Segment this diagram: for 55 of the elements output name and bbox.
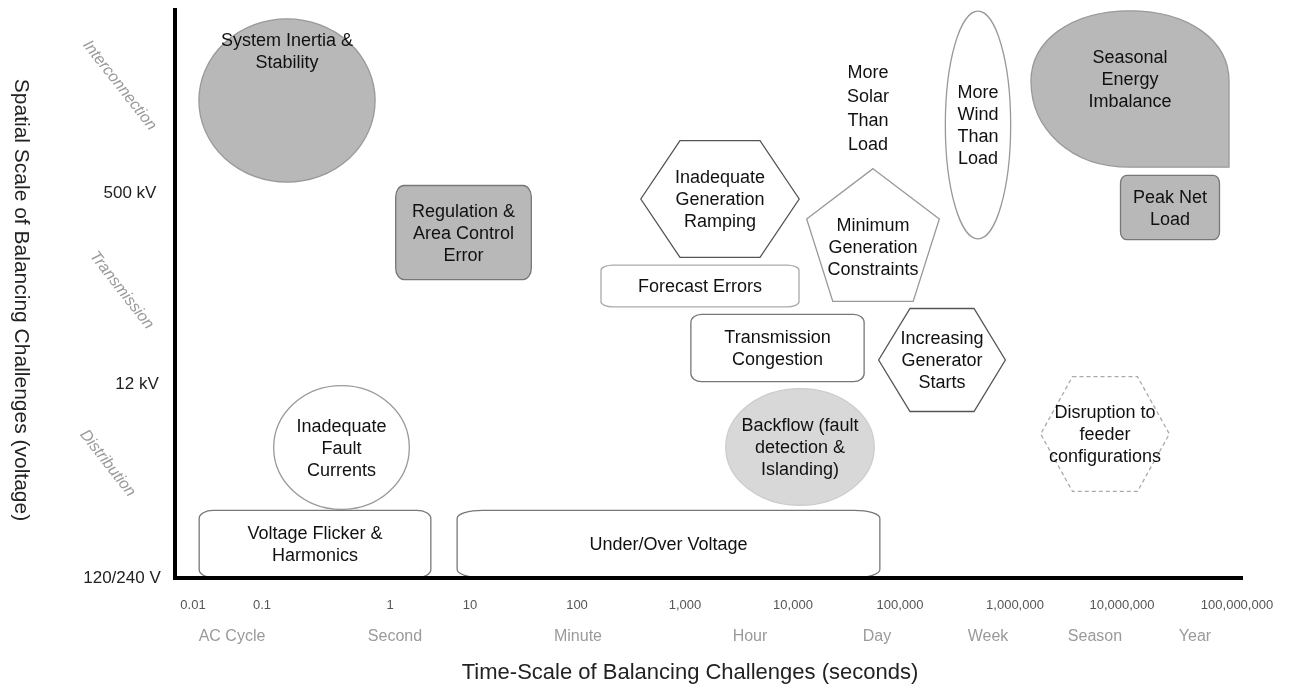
challenge-hexagon (1040, 376, 1170, 492)
challenge-label: Seasonal Energy Imbalance (1087, 46, 1173, 112)
challenge-box (198, 510, 432, 578)
challenge-ellipse (945, 10, 1011, 240)
tick-label: 0.01 (180, 596, 206, 612)
time-label: AC Cycle (198, 627, 266, 645)
time-label: Second (367, 627, 423, 645)
challenge-ellipse (198, 18, 376, 183)
challenge-label: Minimum Generation Constraints (826, 214, 920, 280)
time-label: Minute (554, 627, 602, 645)
challenge-label: More Wind Than Load (956, 81, 1000, 169)
challenge-label: Transmission Congestion (723, 326, 832, 370)
note-text: More Solar Than Load (846, 61, 890, 156)
challenge-label: Inadequate Fault Currents (295, 414, 388, 481)
time-label: Year (1178, 627, 1212, 645)
challenge-label: Inadequate Generation Ramping (673, 166, 767, 232)
tick-label: 1 (386, 596, 394, 612)
challenge-label: Peak Net Load (1131, 185, 1208, 230)
challenge-label: Regulation & Area Control Error (410, 199, 517, 266)
tick-label: 12 kV (115, 374, 159, 394)
challenge-box (690, 314, 865, 382)
challenge-box (600, 265, 800, 307)
challenge-label: Disruption to feeder configurations (1047, 401, 1163, 467)
axis-title: Spatial Scale of Balancing Challenges (voltage) (10, 78, 34, 522)
tick-label: 0.1 (252, 596, 272, 612)
challenge-pentagon (806, 168, 940, 302)
tick-label: 100,000,000 (1200, 596, 1274, 612)
challenge-label: Forecast Errors (637, 275, 763, 297)
challenge-box (455, 510, 882, 578)
challenge-label: Voltage Flicker & Harmonics (246, 522, 384, 566)
tick-label: 10,000 (773, 596, 813, 612)
time-label: Hour (732, 627, 768, 645)
tick-label: 100 (566, 596, 588, 612)
challenge-region (1030, 10, 1230, 168)
challenge-box (1120, 175, 1220, 240)
axis-title: Time-Scale of Balancing Challenges (seconds) (461, 659, 919, 685)
challenge-ellipse (725, 388, 875, 506)
tick-label: 10 (462, 596, 478, 612)
challenge-label: Backflow (fault detection & Islanding) (740, 414, 860, 480)
tick-label: 120/240 V (83, 568, 161, 588)
challenge-ellipse (273, 385, 410, 510)
time-label: Day (862, 627, 892, 645)
tick-label: 100,000 (876, 596, 924, 612)
challenge-box (395, 185, 532, 280)
tick-label: 1,000 (668, 596, 702, 612)
time-label: Season (1067, 627, 1123, 645)
tick-label: 1,000,000 (986, 596, 1044, 612)
tick-label: 10,000,000 (1089, 596, 1155, 612)
time-label: Week (967, 627, 1009, 645)
challenge-hexagon (878, 308, 1006, 412)
challenge-label: Under/Over Voltage (588, 533, 749, 555)
challenge-label: Increasing Generator Starts (899, 327, 985, 393)
challenge-hexagon (640, 140, 800, 258)
tick-label: 500 kV (103, 183, 157, 203)
challenge-label: System Inertia & Stability (219, 28, 354, 73)
